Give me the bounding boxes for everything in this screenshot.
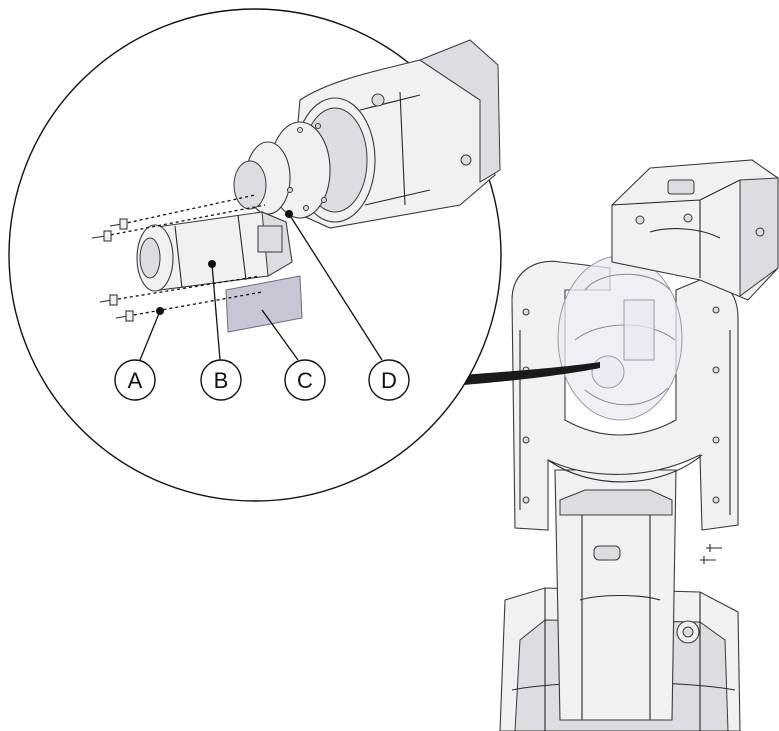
robot-upper-arm: [554, 469, 677, 721]
detail-magnifier: A B C D: [8, 8, 502, 502]
loose-screws: [700, 544, 722, 564]
gearbox-bolt-ring: [287, 123, 327, 211]
gearbox-plug: [371, 93, 385, 107]
arm-slot: [593, 545, 621, 561]
screw-icon: [115, 310, 134, 322]
cover-motor-end: [591, 355, 625, 389]
callout-d: D: [368, 359, 410, 401]
wrist-connector: [667, 179, 695, 195]
servo-motor: [136, 211, 293, 292]
robot-arm: [499, 159, 779, 731]
magnifier-leader: [463, 362, 600, 385]
callout-leaders: [139, 213, 383, 361]
callout-a: A: [114, 359, 156, 401]
gearbox-assembly: [233, 39, 501, 229]
motor-flange: [257, 225, 283, 253]
transparent-cover: [557, 255, 683, 421]
callout-c: C: [284, 359, 326, 401]
screw-icon: [109, 218, 128, 230]
shim-plate: [225, 275, 303, 333]
robot-wrist-head: [611, 159, 779, 301]
callout-c-label: C: [297, 368, 313, 393]
screw-icon: [99, 294, 118, 306]
callout-b: B: [200, 359, 242, 401]
screw-icon: [706, 544, 722, 552]
callout-a-label: A: [128, 368, 143, 393]
callout-d-label: D: [381, 368, 397, 393]
mounting-screws: [91, 194, 266, 322]
callout-b-label: B: [214, 368, 229, 393]
screw-icon: [91, 230, 112, 242]
